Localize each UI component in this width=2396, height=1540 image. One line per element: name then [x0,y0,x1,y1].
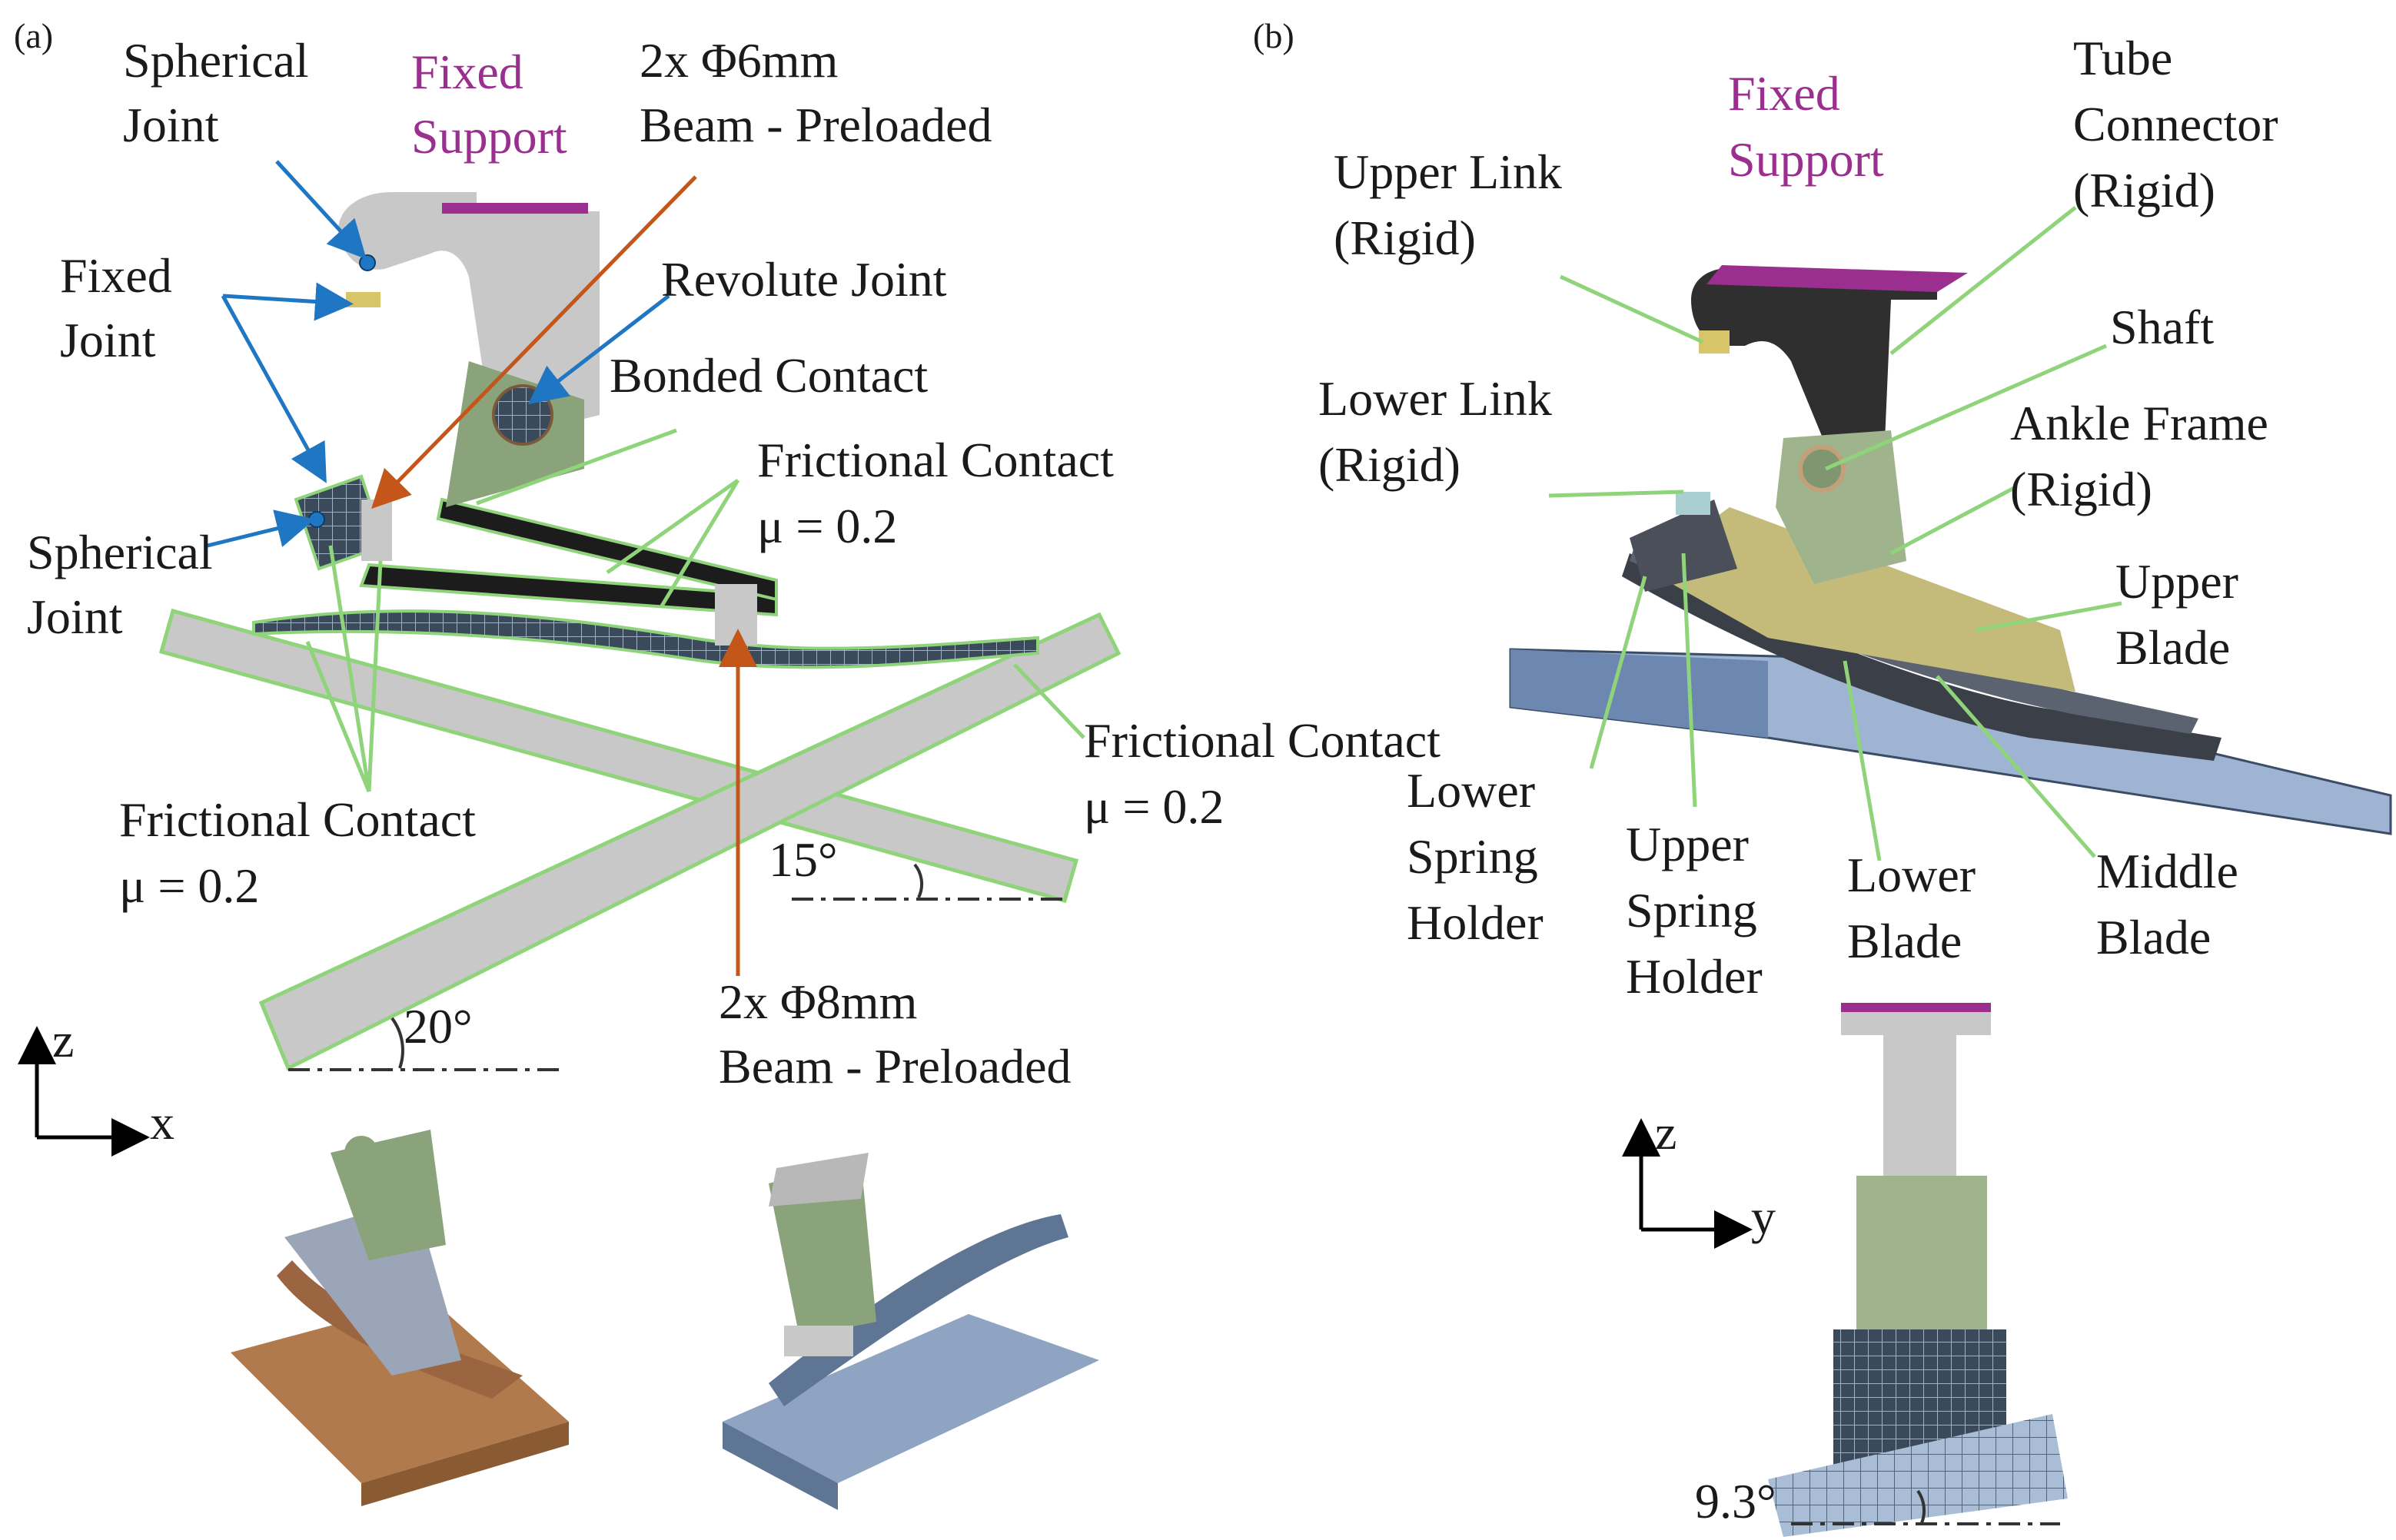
lower-blade-a [252,609,1039,669]
arrow-bonded-contact [476,428,677,506]
label-spherical-joint-top: Spherical Joint [123,33,321,152]
angle-refs-a [288,863,1065,1071]
label-upper-link: Upper Link (Rigid) [1334,144,1574,265]
labels-b: Fixed Support Tube Connector (Rigid) Upp… [1318,31,2291,1528]
axis-x-label-a: x [150,1095,174,1150]
label-frictional-contact-2: Frictional Contact μ = 0.2 [119,792,488,913]
lower-link-b [1676,492,1710,515]
axes-a: z x [17,1013,174,1157]
panel-label-a: (a) [14,16,53,55]
ground-plate-2 [258,612,1122,1071]
spherical-joint-top-marker [359,254,376,271]
axis-z-label-b: z [1655,1105,1677,1160]
arrow-upper-blade [1975,601,2122,632]
ankle-frame-a [338,192,600,507]
middle-blade-a [436,497,778,602]
inset-wood-model [231,1130,569,1506]
label-tube-connector: Tube Connector (Rigid) [2073,31,2291,217]
label-angle-20: 20° [404,999,473,1054]
arrows-b [1548,206,2122,861]
label-lower-blade: Lower Blade [1847,848,1988,968]
axis-y-label-b: y [1751,1190,1776,1244]
label-upper-spring-holder: Upper Spring Holder [1626,817,1770,1004]
arrow-tube-connector [1889,206,2077,355]
panel-label-b: (b) [1253,16,1294,55]
label-upper-blade: Upper Blade [2115,554,2251,675]
upper-link-a [346,292,381,307]
arrow-lower-blade [1843,660,1882,861]
arrow-frictional-1a [606,478,739,575]
fixed-support-plate-a [442,203,588,214]
label-spherical-joint-bottom: Spherical Joint [27,525,225,644]
label-bonded-contact: Bonded Contact [610,348,928,403]
arrow-fixed-joint-1 [222,282,354,321]
panel-a: (a) [14,16,1453,1510]
arrow-lower-spring-holder [1589,576,1647,769]
label-fixed-support-a: Fixed Support [411,45,567,164]
spring-holder-a [294,474,392,571]
arrow-revolute-joint [528,294,670,405]
arrow-frictional-2c [367,560,383,792]
arrow-fixed-joint-2 [221,294,327,483]
label-beam-6mm: 2x Φ6mm Beam - Preloaded [640,33,992,152]
blade-stack-a [252,497,1039,669]
inset-blue-model [723,1153,1099,1510]
label-beam-8mm: 2x Φ8mm Beam - Preloaded [719,974,1072,1094]
arrow-frictional-2a [305,641,371,792]
arrow-frictional-3 [1013,663,1085,739]
label-lower-spring-holder: Lower Spring Holder [1407,763,1550,950]
panel-b: (b) [1253,16,2392,1537]
front-view-b [1768,1003,2068,1537]
angle-ref-b [1791,1489,2060,1525]
arrow-middle-blade [1936,675,2096,858]
arrow-ankle-frame [1889,486,2015,556]
arrow-shaft [1824,344,2108,471]
axes-b: z y [1622,1105,1776,1249]
arrow-lower-link [1548,490,1684,498]
axis-z-label-a: z [52,1013,74,1067]
fixed-support-plate-front [1841,1003,1991,1012]
fixed-support-plate-b [1706,265,1968,292]
arrow-frictional-1b [659,479,740,609]
label-ankle-frame: Ankle Frame (Rigid) [2010,396,2281,516]
arrow-frictional-2b [328,545,371,792]
arrows-a [207,160,1085,976]
arrow-upper-link [1559,274,1704,344]
label-frictional-contact-3: Frictional Contact μ = 0.2 [1084,713,1453,834]
label-angle-15: 15° [769,832,838,887]
arrow-spherical-bottom [207,509,315,548]
shaft-b [1798,445,1846,493]
ground-plates-a [158,608,1122,1071]
label-frictional-contact-1: Frictional Contact μ = 0.2 [757,433,1126,553]
lower-blade-b [1622,553,2222,761]
labels-a: Spherical Joint Fixed Support 2x Φ6mm Be… [27,33,1453,1094]
label-revolute-joint: Revolute Joint [661,252,947,307]
label-lower-link: Lower Link (Rigid) [1318,371,1564,492]
label-fixed-joint: Fixed Joint [60,248,184,367]
label-angle-9-3: 9.3° [1695,1474,1776,1528]
middle-blade-b [1630,538,2198,734]
lower-spring-holder-b [1630,500,1737,592]
upper-blade-a [359,563,778,617]
arrow-upper-spring-holder [1681,553,1697,808]
spherical-joint-bottom-marker [308,511,325,528]
label-middle-blade: Middle Blade [2096,844,2251,964]
blades-b [1622,500,2222,761]
label-fixed-support-b: Fixed Support [1728,66,1884,187]
label-shaft: Shaft [2110,300,2214,354]
upper-blade-b [1645,507,2075,692]
arrow-beam-6mm [371,175,697,509]
arrow-spherical-top [275,160,367,260]
upper-link-b [1699,330,1730,353]
ankle-frame-b [1676,265,1968,584]
